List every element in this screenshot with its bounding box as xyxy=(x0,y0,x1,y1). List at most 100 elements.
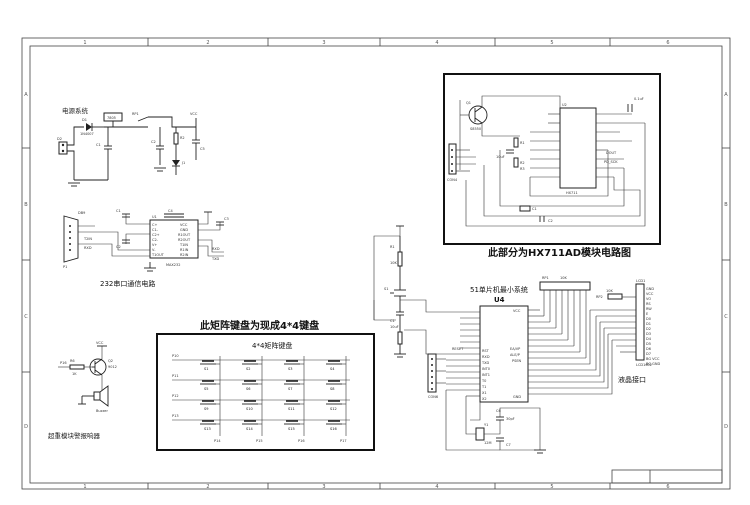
keypad-switch-label: S3 xyxy=(288,367,292,371)
rs232-pin: T1OUT xyxy=(151,253,165,257)
lcd-pin: VO xyxy=(646,297,651,301)
rs232-pin: R2OUT xyxy=(178,238,191,242)
keypad-switch: S8 xyxy=(326,380,346,391)
rs232-part-label: C2 xyxy=(116,245,121,249)
keypad-switch-label: S6 xyxy=(246,387,250,391)
mcu-part-label: C6 xyxy=(496,409,501,413)
power-supply-circuit: 电源系统 D2 D1 1N4007 7805 RP1 VCC C1 xyxy=(57,106,205,187)
row-mark: A xyxy=(724,92,728,98)
col-mark: 2 xyxy=(206,40,209,46)
mcu-pin: TXD xyxy=(481,361,490,365)
keypad-switch-label: S9 xyxy=(204,407,208,411)
buzzer-part-label: VCC xyxy=(96,341,104,345)
rs232-circuit: P1 DB9 T2IN RXD U1 MAX232 C+ C1- C2+ C2-… xyxy=(63,209,229,288)
mcu-part-label: CON6 xyxy=(428,395,438,399)
keypad-switch: S7 xyxy=(284,380,304,391)
reset-part-label: 10uF xyxy=(390,325,399,329)
power-part-label: VCC xyxy=(190,112,198,116)
mcu-part-label: 10K xyxy=(560,276,567,280)
row-mark: B xyxy=(724,202,728,208)
power-part-label: D1 xyxy=(82,118,87,122)
hx711-part-label: 10uF xyxy=(496,155,505,159)
hx711-part-label: CON4 xyxy=(447,178,458,182)
rs232-pin: R1OUT xyxy=(178,233,191,237)
mcu-part-label: C7 xyxy=(506,443,511,447)
mcu-part-label: RP1 xyxy=(542,276,549,280)
reset-part-label: S1 xyxy=(384,287,388,291)
mcu-part-label: RESET xyxy=(452,347,464,351)
mcu-pin: ALE/P xyxy=(510,353,520,357)
lcd-title: 液晶接口 xyxy=(618,375,646,384)
hx711-part-label: R3 xyxy=(520,167,525,171)
mcu-pin: T1 xyxy=(481,385,486,389)
lcd-pin: D2 xyxy=(646,327,651,331)
buzzer-part-label: Q2 xyxy=(108,359,113,363)
keypad-switch-label: S14 xyxy=(246,427,253,431)
keypad-switch-label: S5 xyxy=(204,387,208,391)
mcu-title: 51单片机最小系统 xyxy=(470,285,528,294)
rs232-net-label: RXD xyxy=(212,247,220,251)
rs232-pin: T1IN xyxy=(179,243,188,247)
rs232-pin: C2- xyxy=(152,238,159,242)
row-mark: D xyxy=(724,424,728,430)
col-mark: 6 xyxy=(666,484,669,490)
hx711-chip-type: HX711 xyxy=(566,191,578,195)
reset-circuit: R1 10K S1 C1 10uF xyxy=(373,225,460,358)
keypad-switch-label: S1 xyxy=(204,367,208,371)
mcu-pin: RST xyxy=(482,349,490,353)
mcu-pin: INT0 xyxy=(482,367,490,371)
lcd-part-label: 10K xyxy=(606,289,613,293)
power-title: 电源系统 xyxy=(62,106,89,115)
col-mark: 3 xyxy=(322,40,325,46)
rs232-pin: V- xyxy=(152,248,156,252)
col-mark: 1 xyxy=(83,484,86,490)
rs232-pin: R1IN xyxy=(180,248,189,252)
rs232-part-label: C1 xyxy=(116,209,121,213)
reset-part-label: 10K xyxy=(390,261,397,265)
lcd-interface: LCD1 LCD1602 GND VCC VO RS RW E D0 D1 D2… xyxy=(548,279,660,395)
keypad-inner-title: 4*4矩阵键盘 xyxy=(252,341,292,350)
keypad-switch: S11 xyxy=(284,400,304,411)
keypad-switch: S15 xyxy=(284,420,304,431)
keypad-switch-label: S10 xyxy=(246,407,253,411)
power-part-label: 7805 xyxy=(107,116,116,120)
rs232-pin: C2+ xyxy=(152,233,160,237)
lcd-part-label: LCD1 xyxy=(636,279,645,283)
keypad-switch: S3 xyxy=(284,360,304,371)
mcu-pin: X2 xyxy=(482,397,487,401)
mcu-pin: PSEN xyxy=(512,359,522,363)
power-part-label: RP1 xyxy=(132,112,139,116)
mcu-part-label: Y1 xyxy=(484,423,488,427)
lcd-pin: D4 xyxy=(646,337,652,341)
keypad-row-label: P12 xyxy=(172,394,179,398)
power-part-label: D2 xyxy=(57,137,62,141)
mcu-part-label: 30pF xyxy=(506,417,515,421)
power-part-label: J1 xyxy=(181,161,185,165)
keypad-col-label: P16 xyxy=(298,439,305,443)
power-part-label: C5 xyxy=(200,147,205,151)
col-mark: 2 xyxy=(206,484,209,490)
keypad-switch: S16 xyxy=(326,420,346,431)
hx711-part-label: 0.1uF xyxy=(634,97,644,101)
hx711-part-label: R2 xyxy=(520,161,525,165)
keypad-switch: S14 xyxy=(242,420,262,431)
rs232-part-label: DB9 xyxy=(78,211,85,215)
lcd-pin: D6 xyxy=(646,347,651,351)
row-mark: C xyxy=(724,314,728,320)
power-part-label: C1 xyxy=(96,143,101,147)
mcu-chip-label: U4 xyxy=(494,296,505,304)
keypad-switch: S10 xyxy=(242,400,262,411)
keypad-switch-label: S8 xyxy=(330,387,334,391)
rs232-chip-type: MAX232 xyxy=(166,263,181,267)
keypad-switch: S4 xyxy=(326,360,346,371)
keypad-switch: S9 xyxy=(200,400,220,411)
rs232-title: 232串口通信电路 xyxy=(100,279,155,288)
lcd-pin: BG GND xyxy=(646,362,660,366)
rs232-net-label: TXD xyxy=(211,257,220,261)
hx711-chip-name: U2 xyxy=(562,103,567,107)
drawing-frame: 1 2 3 4 5 6 1 2 3 4 5 6 A B C D A B C D xyxy=(21,37,731,490)
keypad-switch-label: S15 xyxy=(288,427,295,431)
keypad-col-label: P17 xyxy=(340,439,347,443)
lcd-pin: BG VCC xyxy=(646,357,660,361)
